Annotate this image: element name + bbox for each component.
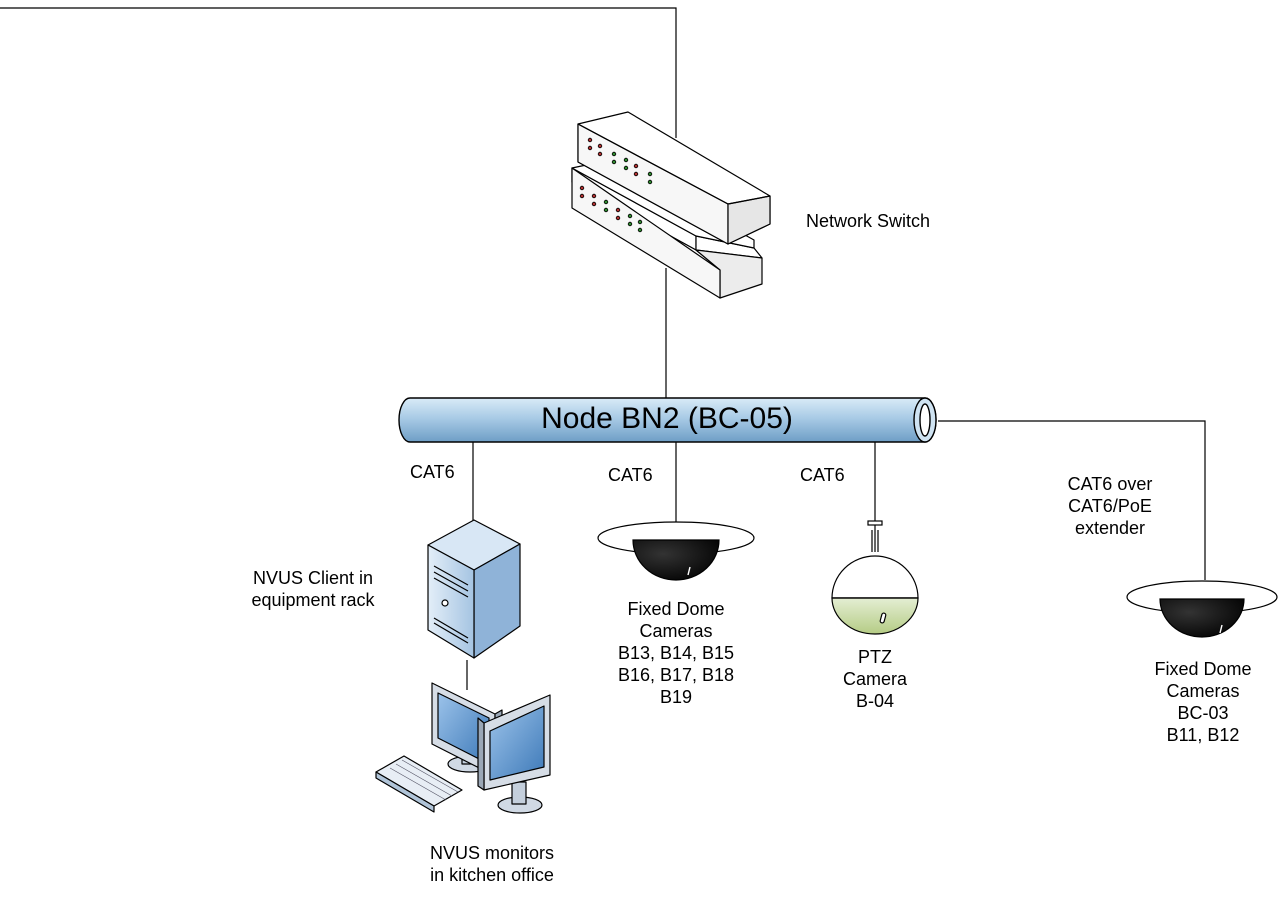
connection-lines <box>0 7 1206 690</box>
nvus-monitors-label: NVUS monitors in kitchen office <box>402 842 582 886</box>
fixed-dome-group-2-line-2: Cameras <box>1166 681 1240 701</box>
server-tower-icon <box>427 519 521 659</box>
extender-cable-line-3: extender <box>1074 518 1146 538</box>
uplink-line <box>0 7 677 138</box>
fixed-dome-group-2-line-3: BC-03 <box>1177 703 1229 723</box>
node-backbone-tube <box>398 397 937 443</box>
ptz-camera-line-2: Camera <box>842 669 908 689</box>
client-cable-label: CAT6 <box>410 462 455 482</box>
fixed-dome-camera-icon <box>597 521 755 581</box>
extender-cable-line-2: CAT6/PoE <box>1068 496 1152 516</box>
node-title: Node BN2 (BC-05) <box>541 402 793 435</box>
ptz-camera-line-3: B-04 <box>855 691 895 711</box>
fixed-dome-group-1-line-4: B16, B17, B18 <box>617 665 735 685</box>
fixed-dome-group-2-line-4: B11, B12 <box>1166 725 1240 745</box>
node-to-extender-line <box>938 420 1206 580</box>
fixed-dome-group-1-line-2: Cameras <box>639 621 713 641</box>
fixed-dome-camera-right-icon <box>1126 580 1278 638</box>
fixed-dome-group-2-line-1: Fixed Dome <box>1154 659 1252 679</box>
network-switch-label: Network Switch <box>806 211 931 231</box>
ptz-camera-line-1: PTZ <box>858 647 892 667</box>
fixed-dome-group-1-line-3: B13, B14, B15 <box>617 643 735 663</box>
ptz-camera-label: PTZ Camera B-04 <box>815 646 935 712</box>
nvus-client-label: NVUS Client in equipment rack <box>228 567 398 611</box>
nvus-monitors-line-2: in kitchen office <box>430 865 554 885</box>
nvus-client-line-2: equipment rack <box>251 590 375 610</box>
nvus-monitors-line-1: NVUS monitors <box>429 843 555 863</box>
fixed-dome-group-2-label: Fixed Dome Cameras BC-03 B11, B12 <box>1128 658 1278 746</box>
fixed-dome-group-1-line-5: B19 <box>659 687 693 707</box>
monitors-workstation-icon <box>375 682 551 814</box>
fixed-dome-group-1-label: Fixed Dome Cameras B13, B14, B15 B16, B1… <box>581 598 771 708</box>
extender-cable-line-1: CAT6 over <box>1067 474 1153 494</box>
ptz-camera-icon <box>831 520 919 635</box>
fixed-dome-group-1-line-1: Fixed Dome <box>627 599 725 619</box>
fixed-dome-cable-label: CAT6 <box>608 465 653 485</box>
ptz-cable-label: CAT6 <box>800 465 845 485</box>
extender-cable-label: CAT6 over CAT6/PoE extender <box>1040 473 1180 539</box>
network-switch-icon <box>571 111 771 299</box>
nvus-client-line-1: NVUS Client in <box>252 568 374 588</box>
